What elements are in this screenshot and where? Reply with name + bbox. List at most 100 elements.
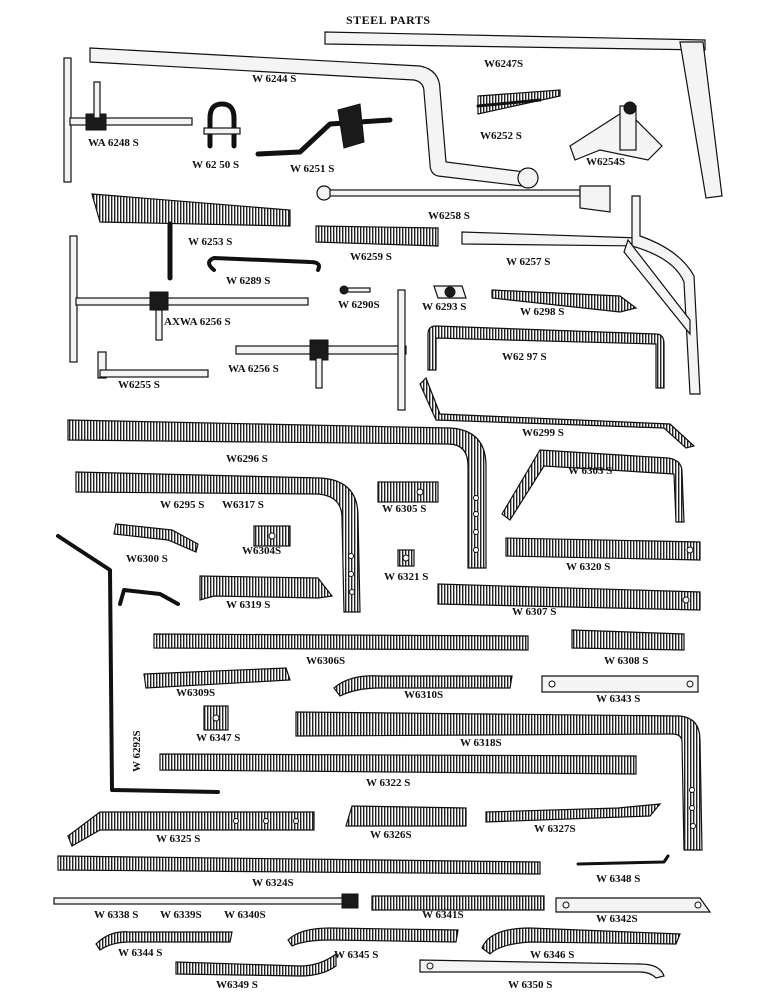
part-w6310s-drawing bbox=[333, 675, 513, 697]
part-label-wa6248s: WA 6248 S bbox=[88, 137, 139, 149]
part-w6293s-drawing bbox=[433, 285, 467, 299]
part-label-w6310s: W6310S bbox=[404, 689, 444, 701]
part-label-w6321s: W 6321 S bbox=[384, 571, 429, 583]
part-w6338s-drawing bbox=[53, 893, 359, 909]
part-label-w6306s: W6306S bbox=[306, 655, 346, 667]
part-label-w6348s: W 6348 S bbox=[596, 873, 641, 885]
part-axwa6256s-drawing bbox=[69, 235, 309, 363]
part-label-w6304s: W6304S bbox=[242, 545, 282, 557]
part-label-w6292s: W 6292S bbox=[131, 730, 143, 772]
part-w6292s-drawing bbox=[56, 534, 220, 794]
part-w6251s-drawing bbox=[255, 103, 393, 157]
part-label-w6254s: W6254S bbox=[586, 156, 626, 168]
part-w6290s-drawing bbox=[339, 285, 371, 295]
part-w6346s-drawing bbox=[481, 927, 681, 955]
part-w6247s-drawing bbox=[324, 31, 723, 199]
part-label-w6342s: W 6342S bbox=[596, 913, 638, 925]
part-w6253s-drawing bbox=[91, 193, 291, 281]
part-w6298s-drawing bbox=[491, 289, 638, 313]
part-label-w6338s: W 6338 S bbox=[94, 909, 139, 921]
part-w6255s-drawing bbox=[97, 351, 209, 379]
part-label-w6289s: W 6289 S bbox=[226, 275, 271, 287]
part-w6343s-drawing bbox=[541, 675, 699, 693]
part-label-w6350s: W 6350 S bbox=[508, 979, 553, 991]
part-w6324s-drawing bbox=[57, 855, 541, 875]
part-label-w6250s: W 62 50 S bbox=[192, 159, 240, 171]
part-label-w6247s: W6247S bbox=[484, 58, 524, 70]
part-w6295s-drawing bbox=[75, 471, 361, 613]
part-w6296s-drawing bbox=[67, 419, 487, 569]
part-w6299s-drawing bbox=[419, 376, 696, 449]
part-w6258s-drawing bbox=[316, 185, 611, 213]
part-w6350s-drawing bbox=[419, 959, 665, 979]
part-w6303s-drawing bbox=[501, 449, 685, 523]
part-label-w6318s: W 6318S bbox=[460, 737, 502, 749]
part-w6342s-drawing bbox=[555, 897, 712, 913]
part-w6326s-drawing bbox=[345, 805, 467, 827]
part-label-w6293s: W 6293 S bbox=[422, 301, 467, 313]
part-w6345s-drawing bbox=[287, 927, 459, 947]
part-w6259s-drawing bbox=[315, 225, 439, 247]
part-w6321s-drawing bbox=[397, 549, 415, 567]
part-w6341s-drawing bbox=[371, 895, 545, 911]
part-label-w6300s: W6300 S bbox=[126, 553, 168, 565]
part-w6347s-drawing bbox=[203, 705, 229, 731]
part-w6289s-drawing bbox=[207, 256, 321, 272]
part-label-w6305s: W 6305 S bbox=[382, 503, 427, 515]
part-label-w6307s: W 6307 S bbox=[512, 606, 557, 618]
part-label-w6345s: W 6345 S bbox=[334, 949, 379, 961]
part-label-axwa6256s: AXWA 6256 S bbox=[164, 316, 231, 328]
part-w6309s-drawing bbox=[143, 667, 291, 689]
part-w6254s-drawing bbox=[569, 101, 663, 161]
part-label-w6343s: W 6343 S bbox=[596, 693, 641, 705]
part-label-w6346s: W 6346 S bbox=[530, 949, 575, 961]
part-label-w6259s: W6259 S bbox=[350, 251, 392, 263]
part-label-w6255s: W6255 S bbox=[118, 379, 160, 391]
part-label-wa6256s: WA 6256 S bbox=[228, 363, 279, 375]
part-label-w6309s: W6309S bbox=[176, 687, 216, 699]
part-w6319s-drawing bbox=[199, 575, 334, 601]
part-label-w6253s: W 6253 S bbox=[188, 236, 233, 248]
part-label-w6320s: W 6320 S bbox=[566, 561, 611, 573]
part-w6300s-drawing bbox=[113, 523, 199, 553]
part-label-w6347s: W 6347 S bbox=[196, 732, 241, 744]
part-w6349s-drawing bbox=[175, 952, 337, 977]
part-label-w6344s: W 6344 S bbox=[118, 947, 163, 959]
part-label-w6297s: W62 97 S bbox=[502, 351, 547, 363]
part-label-w6257s: W 6257 S bbox=[506, 256, 551, 268]
part-label-w6325s: W 6325 S bbox=[156, 833, 201, 845]
part-label-w6326s: W 6326S bbox=[370, 829, 412, 841]
part-label-w6319s: W 6319 S bbox=[226, 599, 271, 611]
part-w6305s-drawing bbox=[377, 481, 439, 503]
part-label-w6327s: W 6327S bbox=[534, 823, 576, 835]
part-w6322s-drawing bbox=[159, 753, 637, 775]
part-label-w6322s: W 6322 S bbox=[366, 777, 411, 789]
part-w6307s-drawing bbox=[437, 583, 701, 611]
part-label-w6258s: W6258 S bbox=[428, 210, 470, 222]
part-w6244s-drawing bbox=[89, 47, 539, 189]
part-label-w6339s: W 6339S bbox=[160, 909, 202, 921]
part-w6306s-drawing bbox=[153, 633, 529, 651]
part-w6257s-drawing bbox=[461, 195, 701, 395]
part-label-w6299s: W6299 S bbox=[522, 427, 564, 439]
part-w6308s-drawing bbox=[571, 629, 685, 651]
part-w6327s-drawing bbox=[485, 803, 662, 823]
part-label-w6296s: W6296 S bbox=[226, 453, 268, 465]
part-label-w6317s: W6317 S bbox=[222, 499, 264, 511]
part-w6252s-drawing bbox=[476, 89, 561, 115]
part-wa6248s-drawing bbox=[63, 57, 193, 183]
part-label-w6340s: W 6340S bbox=[224, 909, 266, 921]
page-title: STEEL PARTS bbox=[346, 13, 431, 27]
part-label-w6295s: W 6295 S bbox=[160, 499, 205, 511]
part-w6304s-drawing bbox=[253, 525, 291, 547]
part-label-w6308s: W 6308 S bbox=[604, 655, 649, 667]
part-label-w6298s: W 6298 S bbox=[520, 306, 565, 318]
part-w6318s-drawing bbox=[295, 711, 703, 851]
part-w6320s-drawing bbox=[505, 537, 701, 561]
part-label-w6303s: W 6303 S bbox=[568, 465, 613, 477]
part-wa6256s-drawing bbox=[235, 289, 407, 411]
part-w6344s-drawing bbox=[95, 931, 233, 951]
part-label-w6251s: W 6251 S bbox=[290, 163, 335, 175]
